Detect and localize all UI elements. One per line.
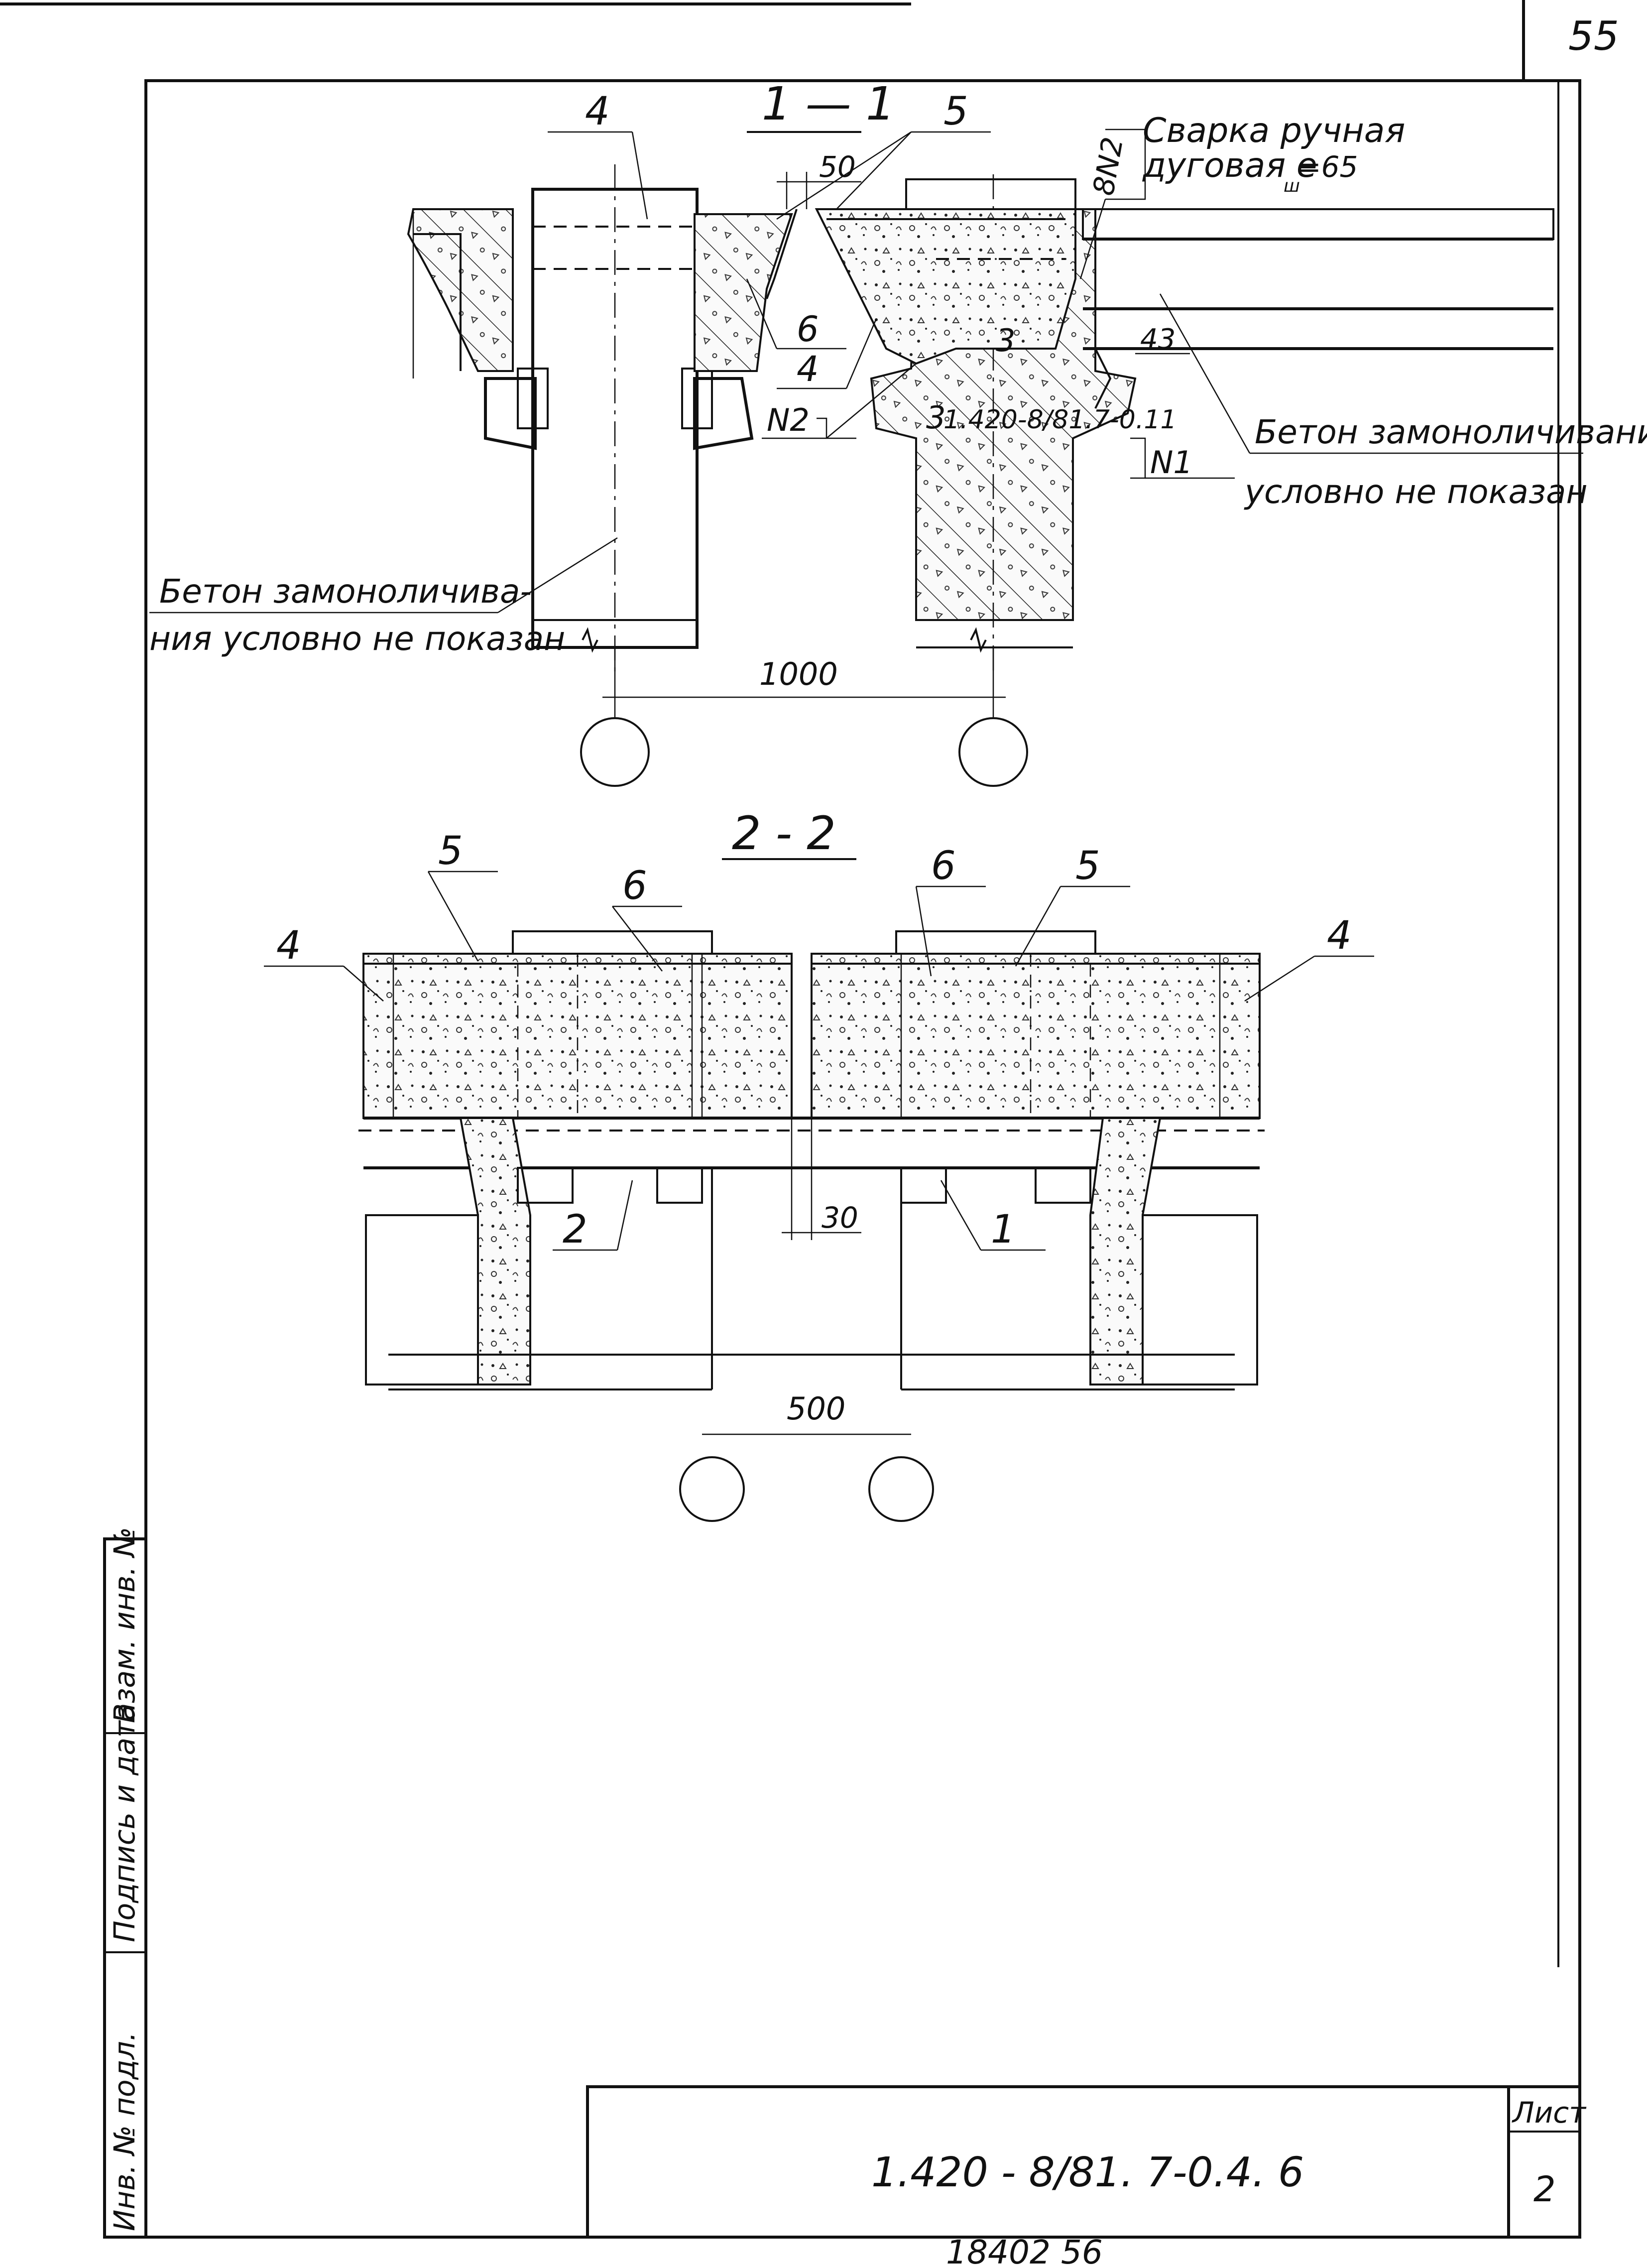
label-4-right: 4 — [1327, 913, 1352, 958]
label-2: 2 — [563, 1207, 588, 1252]
label-n1: N1 — [1150, 444, 1193, 481]
label-5-left: 5 — [438, 829, 463, 874]
label-1: 1 — [991, 1207, 1016, 1252]
n2-leader — [826, 363, 917, 439]
label-3-b: 3 — [926, 399, 945, 436]
side-field-signature-date: Подпись и дата — [108, 1703, 141, 1942]
outer-frame — [144, 79, 1581, 2239]
beam-top-slab — [1082, 208, 1554, 240]
title-block-box — [586, 2085, 1581, 2239]
page-number-bottom: 18402 56 — [946, 2233, 1103, 2266]
slab-block-right — [811, 953, 1261, 1119]
l5-left-leader — [427, 871, 479, 962]
section-2-2-title: 2 - 2 — [732, 807, 836, 860]
n2-bracket — [817, 417, 827, 438]
l5-top-leader-2 — [836, 131, 912, 210]
right-note-line2: условно не показан — [1244, 473, 1588, 511]
page-number-top: 55 — [1568, 13, 1619, 59]
mid-slab-hatched — [694, 213, 793, 372]
beam-support — [1094, 348, 1112, 409]
right-break-mark — [970, 627, 987, 653]
label-8n2: 8N2 — [1086, 134, 1130, 198]
axis-bubble-2a — [679, 1456, 745, 1522]
label-6: 6 — [797, 309, 819, 350]
wall-right-outer — [1142, 1214, 1258, 1386]
l4-top-leader — [631, 131, 648, 220]
l6-leader — [746, 278, 778, 349]
section-1-1: 1 — 1 — [149, 77, 1647, 787]
label-4-top: 4 — [585, 89, 610, 134]
pad-right-2 — [1035, 1167, 1091, 1204]
left-note-line2: ния условно не показан — [149, 620, 565, 658]
label-n2-left: N2 — [767, 402, 810, 438]
weld-leader — [1079, 199, 1106, 279]
axis-bubble-2b — [868, 1456, 934, 1522]
sheet-label: Лист — [1512, 2096, 1587, 2130]
weld-note-line2: дуговая e — [1142, 146, 1317, 185]
side-stamp-box — [103, 1537, 147, 2239]
axis-bubble-1b — [958, 717, 1028, 787]
top-plate-left — [512, 930, 713, 955]
pad-left-2 — [656, 1167, 703, 1204]
weld-note-sub: ш — [1284, 176, 1300, 196]
left-note-leader — [497, 537, 618, 614]
column-right-2-2 — [1089, 1117, 1162, 1386]
column-left-2-2 — [459, 1117, 531, 1386]
dim-50: 50 — [819, 150, 856, 184]
n1-bracket — [1130, 437, 1146, 479]
label-5-top: 5 — [943, 89, 968, 134]
pad-right-1 — [900, 1167, 947, 1204]
left-slab-profile — [413, 233, 462, 371]
pad-left-1 — [517, 1167, 574, 1204]
label-3-a: 3 — [996, 322, 1015, 359]
l4-right-leader — [1244, 955, 1315, 1002]
right-top-plate — [905, 178, 1076, 210]
weld-note-line1: Сварка ручная — [1143, 111, 1405, 150]
dim-1000: 1000 — [759, 656, 838, 692]
left-break-mark — [582, 627, 598, 653]
label-4-mid: 4 — [797, 349, 819, 389]
axis-bubble-1a — [580, 717, 650, 787]
label-5-right: 5 — [1075, 844, 1100, 888]
sheet-number: 2 — [1533, 2169, 1556, 2210]
section-2-2: 2 - 2 — [264, 807, 1374, 1522]
side-field-vzam-inv: Взам. инв. № — [108, 1527, 141, 1723]
l5-right-leader — [1015, 886, 1061, 967]
left-corbel-right — [693, 377, 754, 450]
ref-code: 1.420-8/81.7-0.11 — [943, 405, 1177, 435]
l4-mid-leader — [845, 318, 877, 389]
right-slab-top — [815, 208, 1076, 365]
dim-500: 500 — [787, 1390, 845, 1427]
l4-left-leader — [343, 966, 384, 1002]
doc-code: 1.420 - 8/81. 7-0.4. 6 — [871, 2149, 1304, 2196]
left-embed-plate-l — [517, 368, 549, 429]
label-6-left: 6 — [622, 864, 647, 908]
label-43: 43 — [1140, 323, 1176, 356]
l6-right-leader — [915, 886, 932, 977]
left-corbel-left — [484, 377, 537, 450]
right-beam — [1082, 208, 1554, 409]
l5-top-leader-1 — [776, 131, 912, 220]
wall-left-outer — [365, 1214, 479, 1386]
mid-joint-line — [766, 209, 798, 299]
weld-note-bracket — [1105, 128, 1146, 200]
section-1-1-title: 1 — 1 — [762, 77, 895, 130]
side-field-inv-podl: Инв. № подл. — [108, 2032, 141, 2231]
title-block — [586, 2085, 1581, 2239]
label-6-right: 6 — [931, 844, 956, 888]
right-note-line1: Бетон замоноличивания — [1255, 413, 1647, 451]
weld-note-value: =65 — [1297, 150, 1358, 184]
dim-30: 30 — [822, 1201, 858, 1235]
l1-leader — [940, 1180, 982, 1251]
right-note-leader — [1159, 293, 1251, 454]
label-4-left: 4 — [276, 923, 301, 968]
l6-left-leader — [612, 906, 663, 972]
l2-leader — [616, 1180, 633, 1251]
left-note-line1: Бетон замоноличива- — [159, 572, 532, 611]
side-stamp: Инв. № подл. Подпись и дата Взам. инв. № — [103, 1527, 147, 2239]
